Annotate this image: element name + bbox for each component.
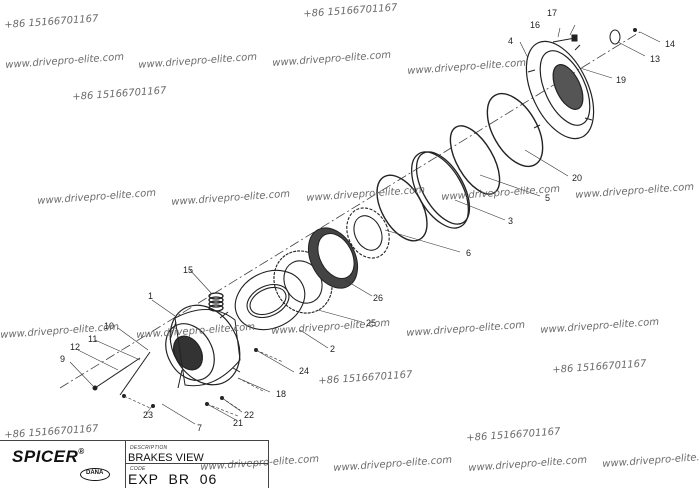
callout-20: 20 [572,173,582,183]
title-block: SPICER® DESCRIPTION CODE [0,440,269,488]
part-plug [609,28,637,45]
part-ring-5 [449,125,501,195]
dana-logo: DANA [80,468,110,481]
part-cover [525,40,595,140]
part-disc-pack [307,227,359,289]
part-bolt-16-17 [552,34,578,43]
callout-19: 19 [616,75,626,85]
part-seal-pair [410,151,471,229]
callout-15: 15 [183,265,193,275]
callout-13: 13 [650,54,660,64]
callout-24: 24 [299,366,309,376]
callout-25: 25 [366,318,376,328]
part-ring-20 [486,92,544,168]
title-block-row-divider [125,463,268,464]
callout-11: 11 [88,334,97,344]
callout-23: 23 [143,410,153,420]
code-label: CODE [130,466,146,472]
callout-3: 3 [508,216,513,226]
spicer-logo: SPICER® [12,447,85,466]
part-spring [208,292,224,312]
callout-17: 17 [547,8,557,18]
callout-6: 6 [466,248,471,258]
callout-9: 9 [60,354,65,364]
leader-lines [69,24,661,425]
part-splined-disc [346,207,390,259]
callout-21: 21 [233,418,243,428]
callout-10: 10 [104,321,114,331]
callout-2: 2 [330,344,335,354]
part-large-o-ring [376,174,428,242]
callout-1: 1 [148,291,153,301]
part-bolts-9-12 [92,348,258,408]
part-piston-disc [234,269,306,331]
callout-4: 4 [508,36,513,46]
code-value: EXP BR 06 [128,471,218,487]
callout-22: 22 [244,410,254,420]
callout-12: 12 [70,342,80,352]
center-axis [59,31,641,389]
part-housing [165,304,241,389]
callout-26: 26 [373,293,383,303]
callout-5: 5 [545,193,550,203]
callout-14: 14 [665,39,675,49]
description-value: BRAKES VIEW [128,452,204,464]
callout-18: 18 [276,389,286,399]
callout-7: 7 [197,423,202,433]
description-label: DESCRIPTION [130,445,168,451]
callout-16: 16 [530,20,540,30]
title-block-divider [125,441,126,488]
